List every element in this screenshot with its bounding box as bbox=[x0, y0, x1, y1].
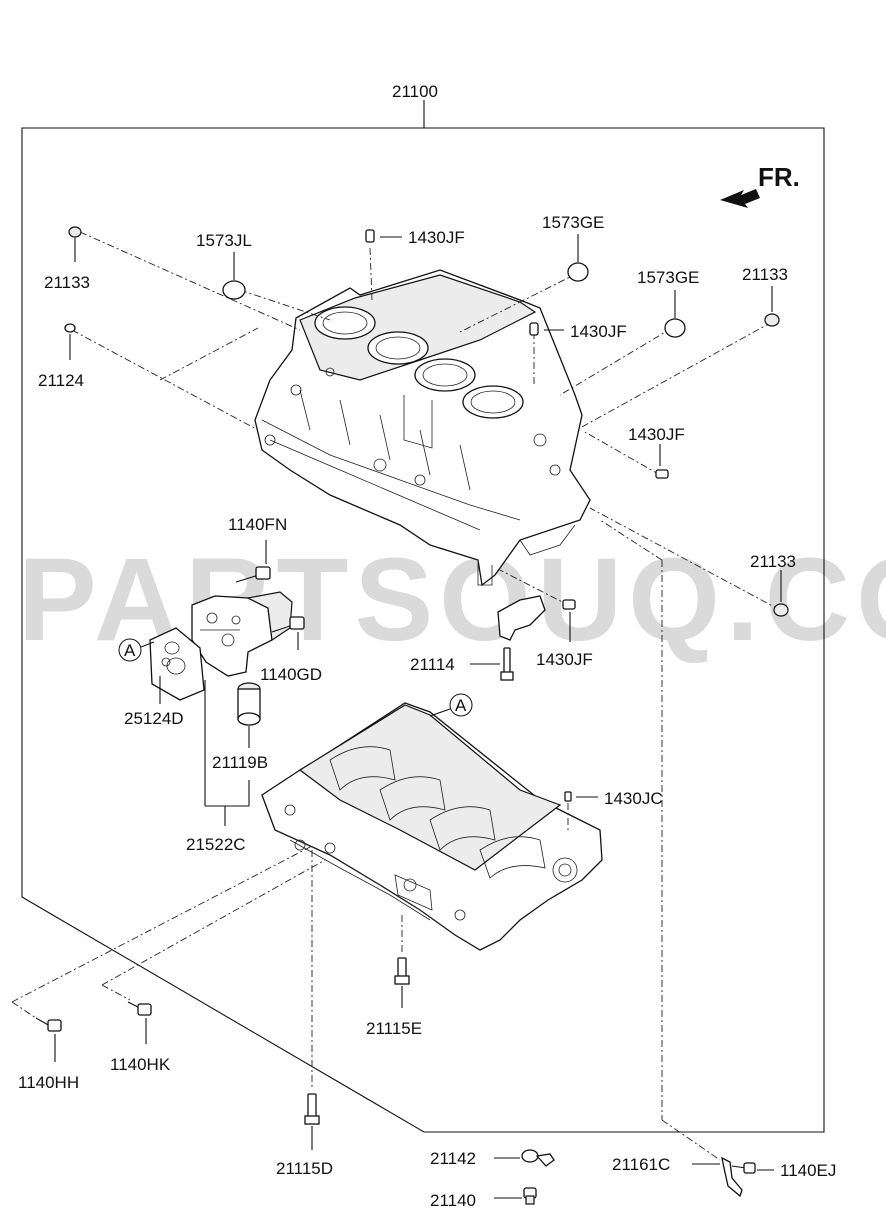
leader-lines-ladder-bolts bbox=[11, 845, 326, 1019]
dowel-1430jf-mid[interactable] bbox=[529, 322, 564, 336]
dowel-1430jf-right[interactable] bbox=[655, 444, 669, 479]
label-21142[interactable]: 21142 bbox=[430, 1149, 476, 1168]
cap-1573ge-1[interactable] bbox=[567, 234, 589, 282]
assembly-frame bbox=[21, 100, 825, 1133]
bearing-cap-piece[interactable] bbox=[497, 595, 546, 641]
label-21133-bottom-right[interactable]: 21133 bbox=[750, 552, 796, 571]
label-1140ej[interactable]: 1140EJ bbox=[780, 1161, 836, 1180]
bracket-21161c[interactable] bbox=[692, 1156, 743, 1198]
ref-marker-a-left bbox=[118, 638, 155, 662]
label-1430jf-right[interactable]: 1430JF bbox=[628, 425, 685, 444]
label-1140hh[interactable]: 1140HH bbox=[18, 1073, 79, 1092]
bolt-21115d[interactable] bbox=[304, 850, 320, 1150]
sleeve-21119b[interactable] bbox=[237, 682, 261, 748]
label-21114[interactable]: 21114 bbox=[410, 655, 455, 674]
pin-21124[interactable] bbox=[64, 323, 76, 360]
label-1573ge-1[interactable]: 1573GE bbox=[542, 213, 604, 232]
bolt-21115e[interactable] bbox=[394, 915, 410, 1008]
ladder-frame[interactable] bbox=[261, 702, 603, 951]
leader-lines-block bbox=[71, 231, 781, 1161]
label-21124[interactable]: 21124 bbox=[38, 371, 84, 390]
label-1140fn[interactable]: 1140FN bbox=[228, 515, 287, 534]
label-1430jf-top[interactable]: 1430JF bbox=[408, 228, 465, 247]
sensor-21142[interactable] bbox=[494, 1149, 555, 1167]
bolt-1140fn[interactable] bbox=[235, 540, 271, 583]
ref-marker-a-left-text: A bbox=[124, 641, 136, 660]
front-direction-arrow-icon bbox=[720, 189, 760, 208]
label-1573ge-2[interactable]: 1573GE bbox=[637, 268, 699, 287]
label-21133-top-left[interactable]: 21133 bbox=[44, 273, 90, 292]
ref-marker-a-right-text: A bbox=[455, 696, 467, 715]
cap-1573ge-2[interactable] bbox=[664, 290, 686, 338]
label-1430jc[interactable]: 1430JC bbox=[604, 789, 663, 808]
dowel-1430jc[interactable] bbox=[564, 791, 598, 830]
dowel-1430jf-bottom[interactable] bbox=[562, 599, 576, 642]
label-1140hk[interactable]: 1140HK bbox=[110, 1055, 171, 1074]
label-25124d[interactable]: 25124D bbox=[124, 709, 184, 728]
bolt-1140gd[interactable] bbox=[271, 616, 305, 650]
label-21140[interactable]: 21140 bbox=[430, 1191, 476, 1210]
label-21161c[interactable]: 21161C bbox=[612, 1155, 670, 1174]
label-21133-top-right[interactable]: 21133 bbox=[742, 265, 788, 284]
cap-1573jl[interactable] bbox=[222, 252, 246, 300]
bolt-1140hk[interactable] bbox=[127, 1001, 152, 1044]
label-assembly-21100[interactable]: 21100 bbox=[392, 82, 438, 101]
label-1140gd[interactable]: 1140GD bbox=[260, 665, 322, 684]
bracket-21522c bbox=[204, 680, 250, 826]
dowel-1430jf-top[interactable] bbox=[365, 229, 402, 243]
label-1430jf-mid[interactable]: 1430JF bbox=[570, 322, 627, 341]
bolt-1140hh[interactable] bbox=[35, 1017, 62, 1062]
label-21522c[interactable]: 21522C bbox=[186, 835, 246, 854]
plug-21133-top-right[interactable] bbox=[764, 286, 780, 327]
bolt-1140ej[interactable] bbox=[731, 1162, 774, 1174]
label-1430jf-bottom[interactable]: 1430JF bbox=[536, 650, 593, 669]
gasket-25124d[interactable] bbox=[149, 627, 205, 701]
front-direction-label: FR. bbox=[758, 162, 800, 192]
plug-21140[interactable] bbox=[494, 1187, 537, 1205]
plug-21133-bottom-right[interactable] bbox=[773, 570, 789, 617]
label-21115d[interactable]: 21115D bbox=[276, 1159, 333, 1178]
label-21119b[interactable]: 21119B bbox=[212, 753, 268, 772]
bolt-21114[interactable] bbox=[470, 647, 514, 681]
ref-marker-a-right bbox=[429, 693, 473, 717]
plug-21133-top-left[interactable] bbox=[68, 226, 82, 262]
label-21115e[interactable]: 21115E bbox=[366, 1019, 422, 1038]
label-1573jl[interactable]: 1573JL bbox=[196, 231, 252, 250]
cylinder-block[interactable] bbox=[254, 269, 591, 587]
oil-filter-housing[interactable] bbox=[191, 591, 293, 677]
